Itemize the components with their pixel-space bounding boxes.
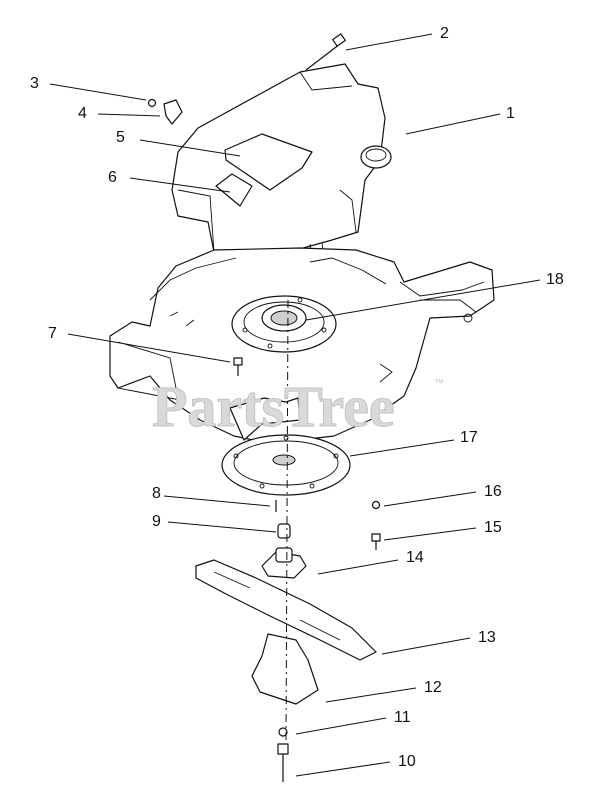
callout-4: 4 [78, 105, 87, 122]
callout-1: 1 [506, 105, 515, 122]
callout-17: 17 [460, 429, 478, 446]
callout-14: 14 [406, 549, 424, 566]
callout-6: 6 [108, 169, 117, 186]
mounting-ring [231, 295, 337, 353]
blade-washer[interactable] [278, 727, 288, 737]
callout-2: 2 [440, 25, 449, 42]
callout-12: 12 [424, 679, 442, 696]
deck-bolt[interactable] [233, 357, 243, 376]
leader-lines [49, 33, 541, 777]
decal-small[interactable] [215, 173, 253, 207]
svg-text:™: ™ [434, 378, 444, 389]
blade-baffle[interactable] [251, 633, 319, 705]
center-axis [285, 299, 289, 743]
small-clip[interactable] [163, 99, 183, 125]
callout-15: 15 [484, 519, 502, 536]
callout-9: 9 [152, 513, 161, 530]
blade-adapter[interactable] [261, 547, 307, 579]
plate-bolt[interactable] [371, 533, 381, 550]
washer[interactable] [371, 500, 381, 510]
callout-16: 16 [484, 483, 502, 500]
small-screw[interactable] [147, 98, 157, 108]
engine-plate[interactable] [221, 434, 351, 496]
svg-text:PartsTree: PartsTree [152, 374, 395, 439]
callout-5: 5 [116, 129, 125, 146]
callout-10: 10 [398, 753, 416, 770]
callout-11: 11 [394, 709, 411, 726]
callout-3: 3 [30, 75, 39, 92]
decal-large[interactable] [224, 133, 313, 191]
spacer[interactable] [277, 523, 291, 539]
callout-18: 18 [546, 271, 564, 288]
callout-8: 8 [152, 485, 161, 502]
callout-7: 7 [48, 325, 57, 342]
primer-rod[interactable] [305, 33, 346, 71]
watermark: PartsTree ™ [152, 374, 445, 440]
callout-13: 13 [478, 629, 496, 646]
blade-bolt[interactable] [277, 743, 289, 782]
